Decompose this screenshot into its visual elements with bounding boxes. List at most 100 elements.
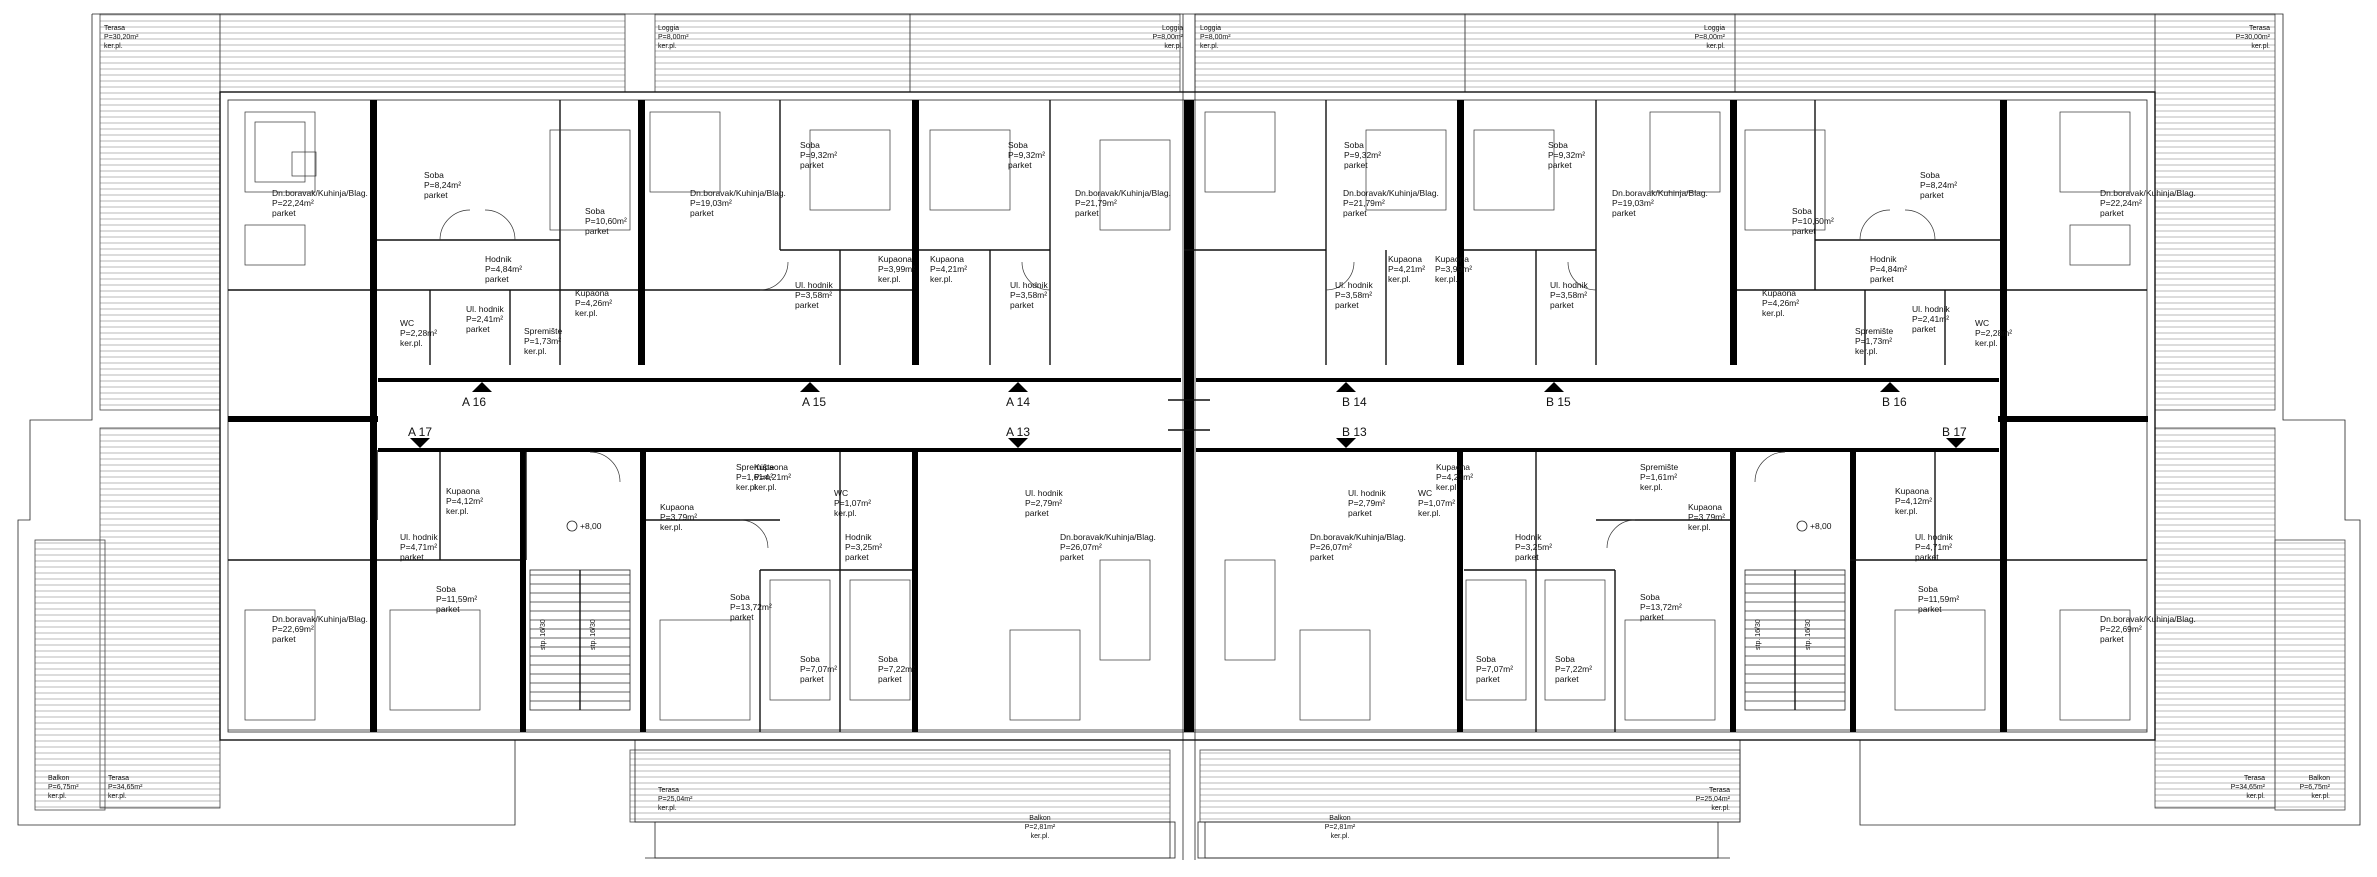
room-label-text: Soba	[1640, 592, 1660, 602]
apartment-label: A 14	[1006, 395, 1030, 409]
room-label-text: P=3,58m²	[795, 290, 832, 300]
room-label-text: P=2,79m²	[1025, 498, 1062, 508]
stair-cores	[529, 520, 1846, 711]
room-label-text: parket	[1010, 300, 1034, 310]
room-label-text: P=4,21m²	[1436, 472, 1473, 482]
room-label-text: ker.pl.	[1640, 482, 1663, 492]
room-label-text: Ul. hodnik	[1912, 304, 1951, 314]
room-label-text: Ul. hodnik	[1550, 280, 1589, 290]
outdoor-area-text: ker.pl.	[658, 43, 677, 50]
outdoor-area-text: Terasa	[2249, 25, 2270, 32]
room-label-text: ker.pl.	[1436, 482, 1459, 492]
room-label-text: WC	[400, 318, 414, 328]
room-label-text: P=7,07m²	[1476, 664, 1513, 674]
room-label-text: ker.pl.	[1895, 506, 1918, 516]
room-label-text: ker.pl.	[1975, 338, 1998, 348]
room-label-text: Dn.boravak/Kuhinja/Blag.	[1060, 532, 1156, 542]
room-label-text: parket	[2100, 634, 2124, 644]
room-label-text: parket	[1550, 300, 1574, 310]
room-label-text: P=19,03m²	[690, 198, 732, 208]
room-label-text: parket	[845, 552, 869, 562]
room-label-text: ker.pl.	[575, 308, 598, 318]
outdoor-area-text: P=2,81m²	[1325, 824, 1356, 831]
room-label-text: Ul. hodnik	[1010, 280, 1049, 290]
room-label-text: Soba	[1792, 206, 1812, 216]
room-label-text: Soba	[436, 584, 456, 594]
room-label-text: P=7,22m²	[1555, 664, 1592, 674]
room-label-text: P=19,03m²	[1612, 198, 1654, 208]
outdoor-area-text: P=25,04m²	[658, 796, 693, 803]
apartment-label: B 15	[1546, 395, 1571, 409]
outdoor-area-text: P=8,00m²	[1694, 34, 1725, 41]
room-label-text: Kupaona	[930, 254, 964, 264]
room-label-text: P=21,79m²	[1343, 198, 1385, 208]
room-labels: Dn.boravak/Kuhinja/Blag.P=22,24m²parketS…	[272, 140, 2196, 684]
outdoor-area-text: Terasa	[108, 775, 129, 782]
room-label-text: parket	[2100, 208, 2124, 218]
door-swings	[439, 209, 1936, 549]
room-label-text: Soba	[800, 654, 820, 664]
terrace-decks	[34, 13, 2346, 823]
room-label-text: P=4,21m²	[930, 264, 967, 274]
room-label-text: P=4,26m²	[1762, 298, 1799, 308]
room-label-text: parket	[1343, 208, 1367, 218]
outdoor-area-text: Terasa	[104, 25, 125, 32]
room-label-text: Spremište	[1855, 326, 1894, 336]
outdoor-area-text: ker.pl.	[108, 793, 127, 800]
room-label-text: parket	[466, 324, 490, 334]
room-label-text: P=21,79m²	[1075, 198, 1117, 208]
room-label-text: Soba	[585, 206, 605, 216]
outdoor-area-text: ker.pl.	[2311, 793, 2330, 800]
room-label-text: P=3,79m²	[1688, 512, 1725, 522]
room-label-text: Ul. hodnik	[795, 280, 834, 290]
outdoor-area-text: ker.pl.	[1706, 43, 1725, 50]
room-label-text: ker.pl.	[1762, 308, 1785, 318]
apartment-label: B 14	[1342, 395, 1367, 409]
room-label-text: P=4,26m²	[575, 298, 612, 308]
room-label-text: parket	[1060, 552, 1084, 562]
site-outline	[17, 13, 2361, 860]
room-label-text: Soba	[424, 170, 444, 180]
room-label-text: Hodnik	[1515, 532, 1542, 542]
outdoor-area-text: ker.pl.	[1331, 833, 1350, 840]
room-label-text: parket	[1515, 552, 1539, 562]
room-label-text: Spremište	[524, 326, 563, 336]
room-label-text: Dn.boravak/Kuhinja/Blag.	[1612, 188, 1708, 198]
room-label-text: Kupaona	[1688, 502, 1722, 512]
elevation-label: +8,00	[1810, 521, 1832, 531]
room-label-text: parket	[1075, 208, 1099, 218]
room-label-text: Dn.boravak/Kuhinja/Blag.	[2100, 188, 2196, 198]
outdoor-area-text: Balkon	[48, 775, 70, 782]
outdoor-area-text: ker.pl.	[48, 793, 67, 800]
outdoor-area-text: Loggia	[1200, 25, 1221, 32]
room-label-text: P=3,25m²	[1515, 542, 1552, 552]
room-label-text: Kupaona	[1762, 288, 1796, 298]
room-label-text: parket	[690, 208, 714, 218]
outdoor-area-text: P=8,00m²	[1152, 34, 1183, 41]
outdoor-area-text: Terasa	[658, 787, 679, 794]
room-label-text: P=3,58m²	[1550, 290, 1587, 300]
room-label-text: P=10,60m²	[585, 216, 627, 226]
room-label-text: Dn.boravak/Kuhinja/Blag.	[1075, 188, 1171, 198]
stair-label: stp. 16/30	[590, 619, 597, 650]
room-label-text: Kupaona	[1388, 254, 1422, 264]
room-label-text: Soba	[1476, 654, 1496, 664]
room-label-text: P=2,41m²	[466, 314, 503, 324]
outdoor-area-text: P=8,00m²	[658, 34, 689, 41]
entrance-arrows	[410, 382, 1966, 448]
room-label-text: Soba	[800, 140, 820, 150]
room-label-text: P=8,24m²	[424, 180, 461, 190]
room-label-text: P=13,72m²	[1640, 602, 1682, 612]
room-label-text: P=1,73m²	[1855, 336, 1892, 346]
room-label-text: P=4,84m²	[1870, 264, 1907, 274]
outdoor-area-text: Terasa	[1709, 787, 1730, 794]
room-label-text: parket	[878, 674, 902, 684]
room-label-text: Hodnik	[1870, 254, 1897, 264]
room-label-text: P=1,61m²	[1640, 472, 1677, 482]
outdoor-area-text: ker.pl.	[658, 805, 677, 812]
room-label-text: ker.pl.	[1855, 346, 1878, 356]
room-label-text: P=2,28m²	[1975, 328, 2012, 338]
room-label-text: Kupaona	[1436, 462, 1470, 472]
room-label-text: P=3,79m²	[660, 512, 697, 522]
